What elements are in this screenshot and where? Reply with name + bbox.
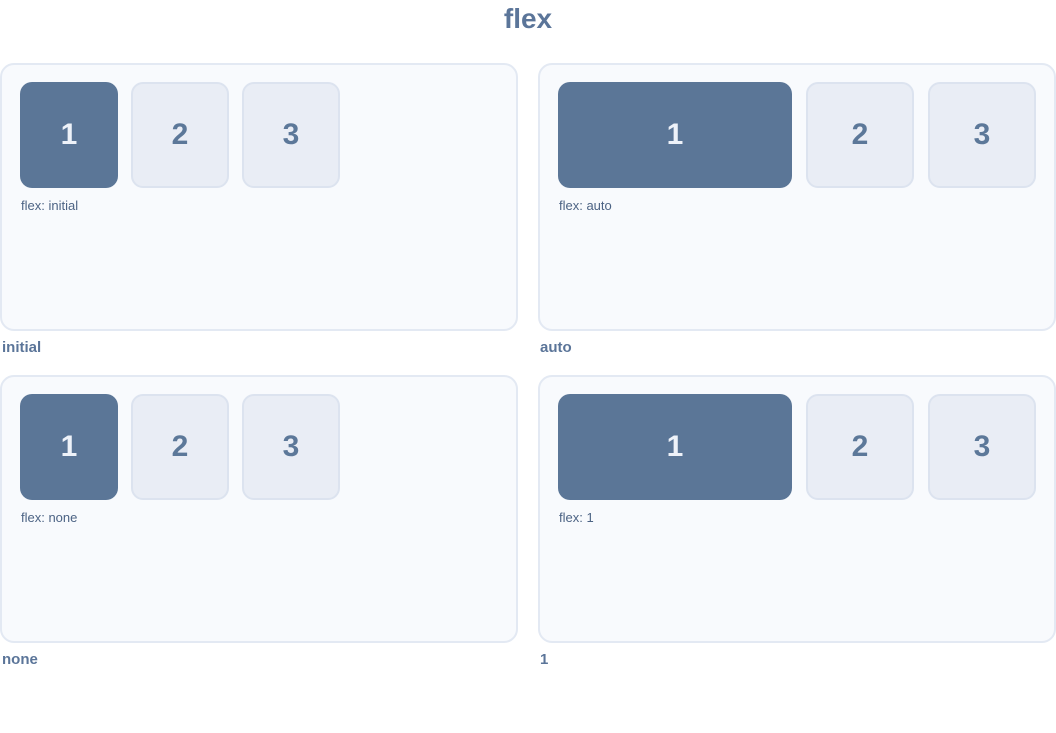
page-title: flex: [503, 3, 553, 34]
figure-caption-auto: auto: [540, 339, 572, 356]
figure-caption-initial: initial: [2, 339, 42, 356]
flex-item-1: 1: [20, 82, 118, 188]
demo-panel-auto: 1 2 3 flex: auto: [538, 63, 1056, 331]
flex-property-label: flex: none: [21, 510, 78, 525]
demo-grid: 1 2 3 flex: initial initial 1 2 3 flex: …: [0, 63, 1056, 687]
flex-demo-none: 1 2 3 flex: none none: [0, 375, 518, 687]
flex-container: 1 2 3: [20, 82, 498, 188]
flex-item-3: 3: [928, 394, 1036, 500]
flex-property-label: flex: 1: [559, 510, 594, 525]
flex-demo-1: 1 2 3 flex: 1 1: [538, 375, 1056, 687]
flex-container: 1 2 3: [558, 82, 1036, 188]
flex-container: 1 2 3: [20, 394, 498, 500]
flex-demo-auto: 1 2 3 flex: auto auto: [538, 63, 1056, 375]
flex-item-2: 2: [806, 394, 914, 500]
figure-caption-1: 1: [540, 651, 549, 668]
flex-item-2: 2: [806, 82, 914, 188]
flex-item-1: 1: [20, 394, 118, 500]
flex-item-3: 3: [928, 82, 1036, 188]
flex-item-2: 2: [131, 394, 229, 500]
flex-item-1: 1: [558, 82, 792, 188]
figure-caption-none: none: [2, 651, 38, 668]
demo-panel-1: 1 2 3 flex: 1: [538, 375, 1056, 643]
flex-demo-initial: 1 2 3 flex: initial initial: [0, 63, 518, 375]
flex-property-label: flex: auto: [559, 198, 612, 213]
flex-item-3: 3: [242, 394, 340, 500]
demo-panel-initial: 1 2 3 flex: initial: [0, 63, 518, 331]
demo-panel-none: 1 2 3 flex: none: [0, 375, 518, 643]
flex-container: 1 2 3: [558, 394, 1036, 500]
flex-item-1: 1: [558, 394, 792, 500]
flex-property-label: flex: initial: [21, 198, 79, 213]
flex-item-3: 3: [242, 82, 340, 188]
flex-item-2: 2: [131, 82, 229, 188]
